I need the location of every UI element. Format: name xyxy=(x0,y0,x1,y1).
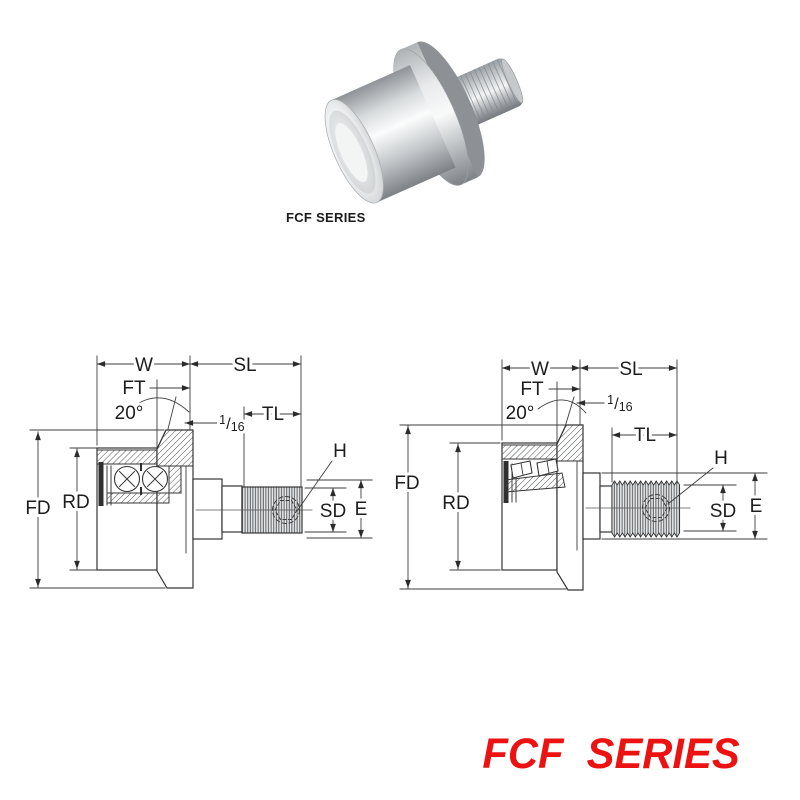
left-label-angle: 20° xyxy=(115,403,144,424)
photo-roller xyxy=(324,65,456,204)
right-flange-hatch xyxy=(556,424,584,462)
left-label-gap: 1/16 xyxy=(219,412,245,434)
left-bearing xyxy=(98,462,187,554)
right-bearing xyxy=(503,458,578,551)
left-label-ft: FT xyxy=(122,378,146,399)
right-outer-ring-hatch xyxy=(501,444,558,460)
right-hex-socket xyxy=(642,494,670,522)
product-photo xyxy=(324,41,524,204)
right-label-ft: FT xyxy=(520,379,544,400)
photo-caption: FCF SERIES xyxy=(286,210,366,225)
left-label-h: H xyxy=(333,441,347,462)
left-dimensions xyxy=(29,355,373,589)
left-label-tl: TL xyxy=(262,404,284,425)
right-label-angle: 20° xyxy=(506,403,535,424)
right-label-e: E xyxy=(750,496,763,517)
left-flange-hatch xyxy=(156,429,194,467)
left-outer-ring-hatch xyxy=(96,449,158,465)
left-hex-socket xyxy=(272,496,300,524)
left-label-rd: RD xyxy=(62,492,89,513)
right-label-sl: SL xyxy=(619,359,642,380)
right-label-h: H xyxy=(714,448,728,469)
left-label-w: W xyxy=(135,355,153,376)
left-label-sl: SL xyxy=(233,355,256,376)
left-outline xyxy=(96,429,303,589)
left-label-e: E xyxy=(355,499,368,520)
right-label-gap: 1/16 xyxy=(607,392,633,414)
right-label-tl: TL xyxy=(634,425,656,446)
right-label-fd: FD xyxy=(394,473,419,494)
left-label-fd: FD xyxy=(25,498,50,519)
right-label-rd: RD xyxy=(442,493,469,514)
right-label-sd: SD xyxy=(710,501,736,522)
right-dimensions xyxy=(399,359,768,590)
left-label-sd: SD xyxy=(320,501,346,522)
right-drawing: W SL FT 20° 1/16 TL H FD RD SD E xyxy=(391,356,768,591)
right-dim-labels: W SL FT 20° 1/16 TL H FD RD SD E xyxy=(391,356,765,525)
left-drawing: W SL FT 20° 1/16 TL H FD RD SD E xyxy=(22,352,373,589)
footer-series-title: FCF SERIES xyxy=(482,730,740,778)
right-label-w: W xyxy=(531,359,549,380)
left-dim-labels: W SL FT 20° 1/16 TL H FD RD SD E xyxy=(22,352,370,525)
